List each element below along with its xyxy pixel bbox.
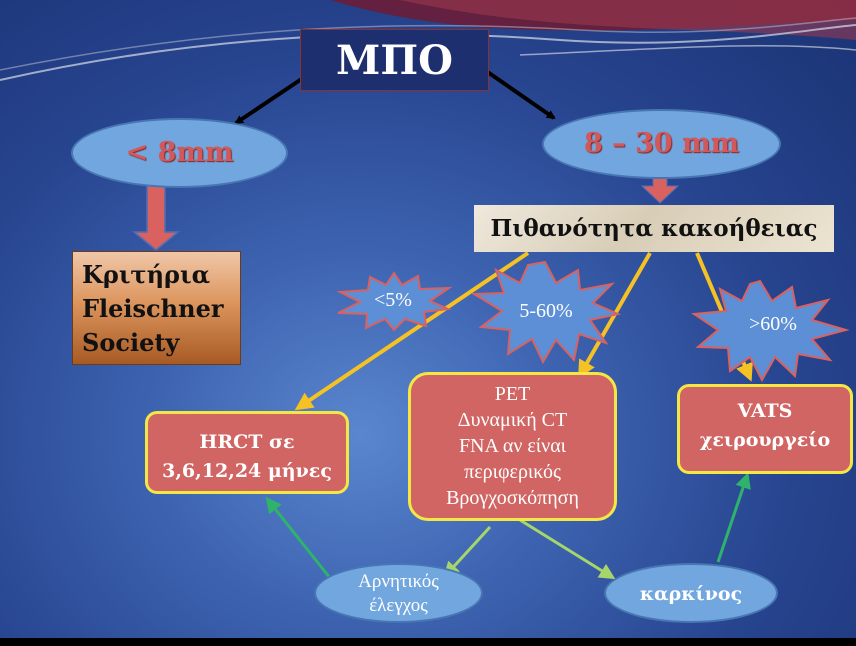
- size-small-label: < 8mm: [125, 137, 234, 168]
- size-mid-label: 8 – 30 mm: [583, 128, 740, 159]
- burst-low: [336, 271, 453, 332]
- oval-cancer: καρκίνος: [604, 563, 778, 623]
- vats-box: VATS χειρουργείο: [677, 384, 853, 474]
- arrow-pet-to-cancer: [519, 518, 616, 580]
- arrow-cancer-to-vats: [716, 472, 751, 563]
- arrow-pet-to-negative: [443, 525, 492, 578]
- vats-line-2: χειρουργείο: [699, 429, 831, 451]
- arrow-title-to-mid: [474, 62, 556, 120]
- burst-high-label: >60%: [749, 313, 797, 335]
- pet-line-2: Δυναμική CT: [457, 409, 568, 431]
- arrow-title-to-small: [234, 70, 314, 125]
- cancer-label: καρκίνος: [639, 583, 743, 605]
- burst-low-label: <5%: [374, 289, 412, 311]
- fleischner-line-1: Κριτήρια: [82, 260, 211, 289]
- hrct-box: HRCT σε 3,6,12,24 μήνες: [145, 411, 349, 494]
- burst-mid: [470, 260, 622, 365]
- title-label: ΜΠΟ: [336, 37, 453, 84]
- arrow-prob-to-hrct: [294, 251, 530, 411]
- oval-size-mid: 8 – 30 mm: [542, 109, 781, 179]
- probability-label: Πιθανότητα κακοήθειας: [490, 215, 818, 242]
- oval-size-small: < 8mm: [71, 118, 288, 188]
- fleischner-line-3: Society: [82, 328, 180, 357]
- vats-line-1: VATS: [737, 400, 793, 422]
- fleischner-line-2: Fleischner: [82, 294, 224, 323]
- burst-high: [691, 279, 850, 383]
- title-box: ΜΠΟ: [300, 29, 489, 91]
- block-arrow-to-fleischner: [131, 179, 181, 251]
- pet-line-3: FNA αν είναι: [458, 435, 567, 457]
- negative-line-2: έλεγχος: [369, 595, 428, 616]
- pet-line-1: PET: [494, 383, 531, 405]
- top-wave-decoration: [0, 0, 856, 81]
- pet-line-4: περιφερικός: [464, 461, 561, 483]
- fleischner-box: Κριτήρια Fleischner Society: [72, 251, 241, 365]
- probability-box: Πιθανότητα κακοήθειας: [474, 205, 834, 252]
- pet-box: PET Δυναμική CT FNA αν είναι περιφερικός…: [408, 372, 617, 521]
- pet-line-5: Βρογχοσκόπηση: [446, 487, 579, 509]
- hrct-line-1: HRCT σε: [199, 431, 295, 453]
- hrct-line-2: 3,6,12,24 μήνες: [162, 460, 332, 482]
- negative-line-1: Αρνητικός: [358, 571, 439, 592]
- burst-mid-label: 5-60%: [519, 300, 573, 322]
- arrow-negative-to-hrct: [265, 496, 332, 579]
- oval-negative: Αρνητικός έλεγχος: [314, 563, 483, 623]
